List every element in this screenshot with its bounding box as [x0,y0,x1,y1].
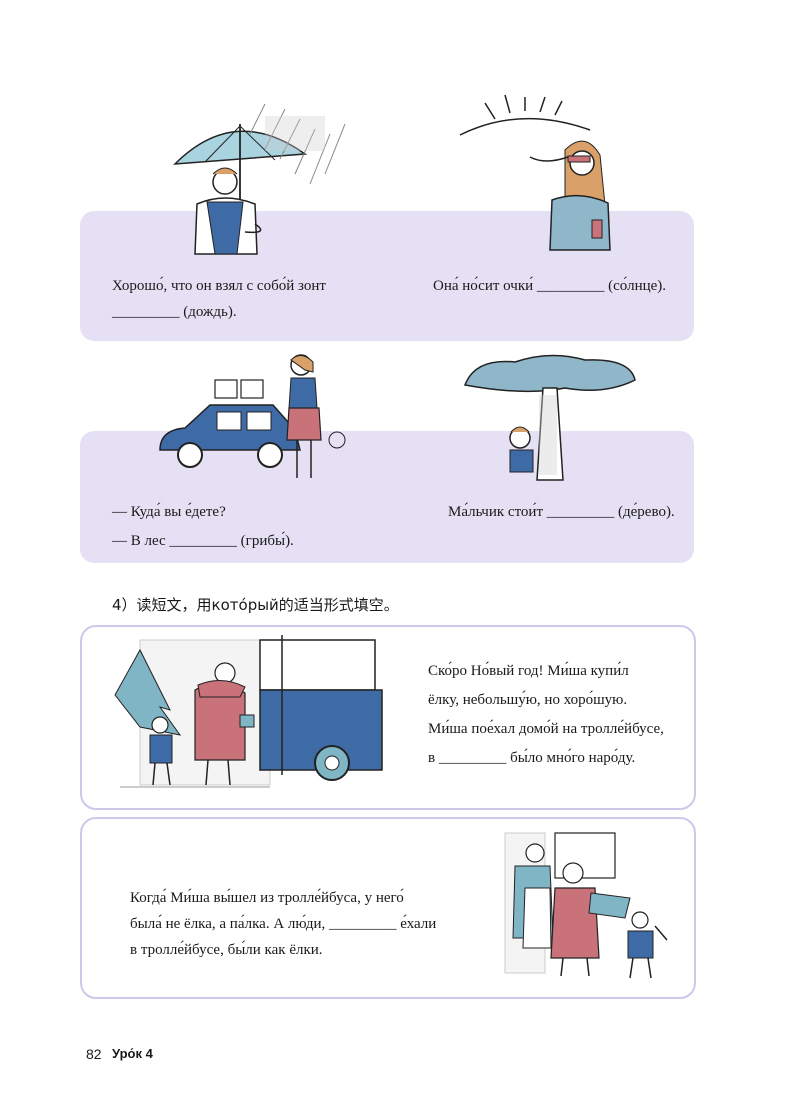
sentence-umbrella-line2: _________ (дождь). [112,304,237,320]
story2-line1: Когда́ Ми́ша вы́шел из тролле́йбуса, у н… [130,890,404,906]
lesson-label: Уро́к 4 [112,1046,153,1061]
car-and-woman-illustration [159,354,346,478]
page-number: 82 [86,1046,102,1062]
story1-line4: в _________ бы́ло мно́го наро́ду. [428,750,636,766]
man-with-umbrella-illustration [173,103,346,255]
story1-line3: Ми́ша пое́хал домо́й на тролле́йбусе, [428,721,664,737]
story1-line2: ёлку, небольшу́ю, но хоро́шую. [428,692,628,708]
sentence-car-question: — Куда́ вы е́дете? [112,504,226,520]
sentence-umbrella-line1: Хорошо́, что он взял с собо́й зонт [112,278,326,294]
sentence-car-answer: — В лес _________ (грибы́). [112,533,294,549]
sentence-tree: Ма́льчик стои́т _________ (де́рево). [448,504,675,520]
story1-line1: Ско́ро Но́вый год! Ми́ша купи́л [428,663,629,679]
story2-line3: в тролле́йбусе, бы́ли как ёлки. [130,942,323,958]
tree-and-boy-illustration [463,354,636,481]
story2-line2: была́ не ёлка, а па́лка. А лю́ди, ______… [130,916,437,932]
woman-with-sunglasses-illustration [459,94,611,251]
exercise4-instruction: 4）读短文，用кото́рый的适当形式填空。 [112,596,399,614]
trolleybus-boarding-illustration [114,635,383,788]
leaving-trolleybus-illustration [504,832,668,979]
sentence-sunglasses: Она́ но́сит очки́ _________ (со́лнце). [433,278,667,294]
